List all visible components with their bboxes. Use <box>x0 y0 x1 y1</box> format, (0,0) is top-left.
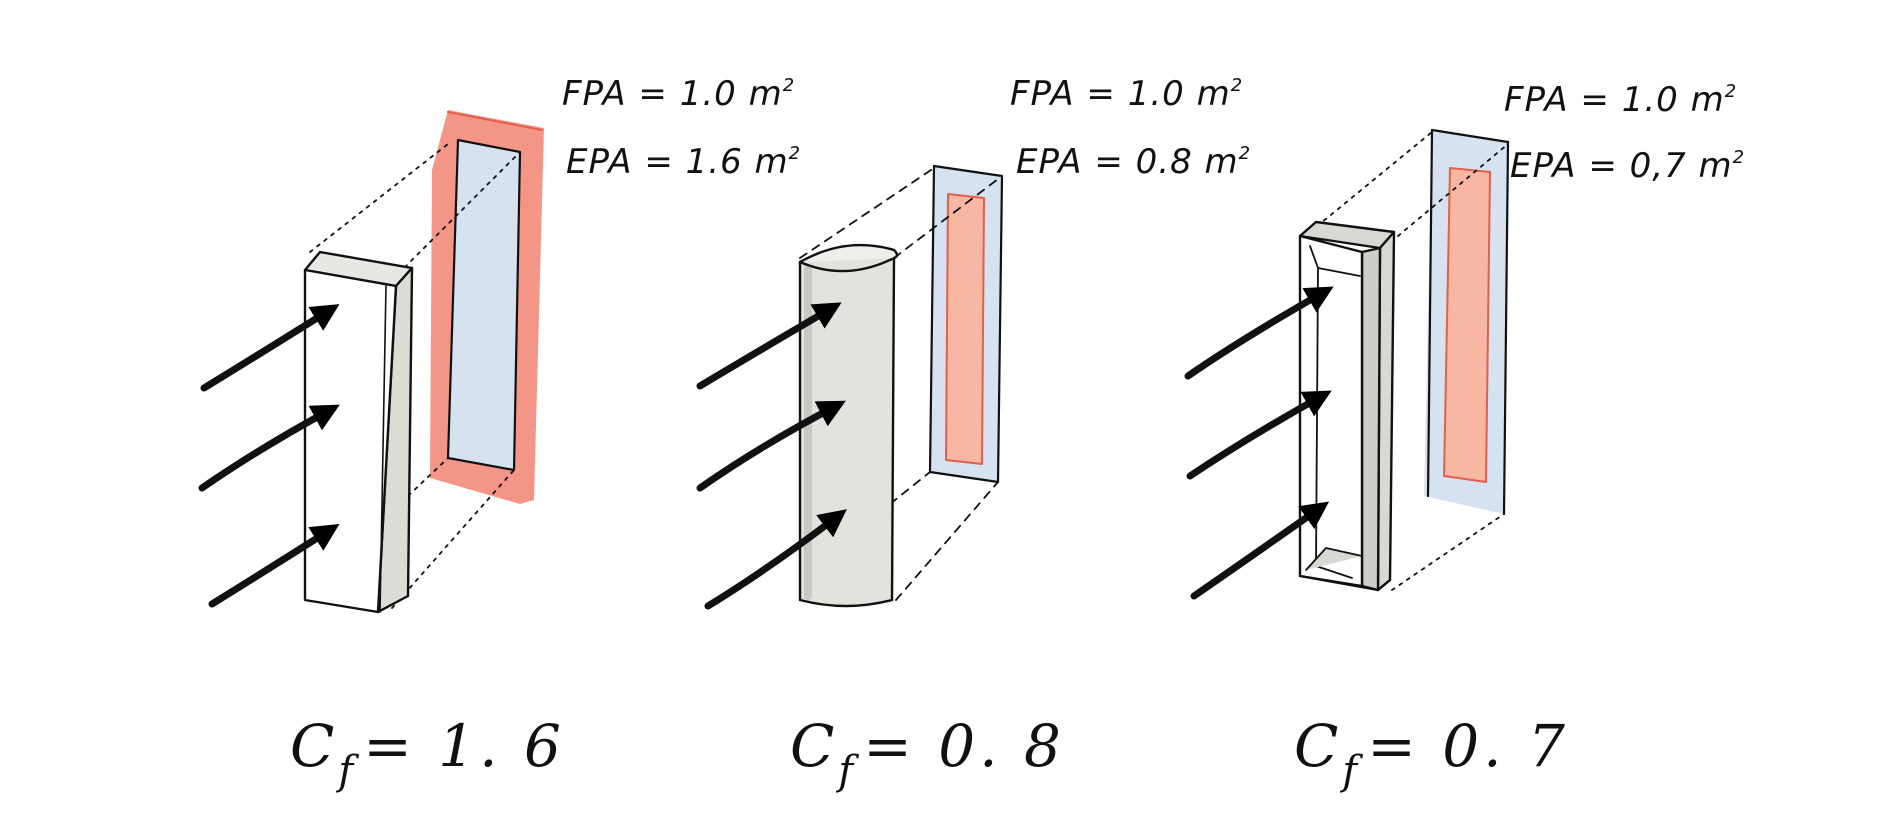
panel-2-epa-inner-area <box>945 193 985 465</box>
panel-2-drawing <box>696 164 1004 610</box>
panel-2-cf-label: Cf= 0. 8 <box>790 712 1065 794</box>
panel-3-epa-inner-area <box>1443 167 1491 483</box>
panel-2-cylinder-body <box>798 243 899 608</box>
panel-3-fpa-label: FPA = 1.0 m2 <box>1504 80 1738 120</box>
panel-2-projected-area <box>928 164 1004 484</box>
panel-2-fpa-label: FPA = 1.0 m2 <box>1010 74 1244 114</box>
panel-1-epa-label: EPA = 1.6 m2 <box>566 142 802 182</box>
panel-3-projection-lines <box>1309 131 1509 591</box>
panel-1-plate-body <box>303 250 414 614</box>
panel-3-drawing <box>1184 128 1510 600</box>
panel-1-wind-arrows <box>198 304 340 608</box>
panel-1-fpa-inner-area <box>448 140 520 470</box>
panel-1-cf-label: Cf= 1. 6 <box>290 712 565 794</box>
panel-3-cf-label: Cf= 0. 7 <box>1294 712 1569 794</box>
panel-1-drawing <box>198 110 544 614</box>
panel-2-epa-label: EPA = 0.8 m2 <box>1016 142 1252 182</box>
panel-3-channel-body <box>1298 220 1396 592</box>
panel-3-wind-arrows <box>1184 286 1334 600</box>
panel-1-fpa-label: FPA = 1.0 m2 <box>562 74 796 114</box>
panel-2-wind-arrows <box>696 302 847 610</box>
panel-1-projected-area <box>430 110 544 504</box>
panel-3-epa-label: EPA = 0,7 m2 <box>1510 146 1746 186</box>
panel-3-projected-area <box>1424 128 1510 516</box>
